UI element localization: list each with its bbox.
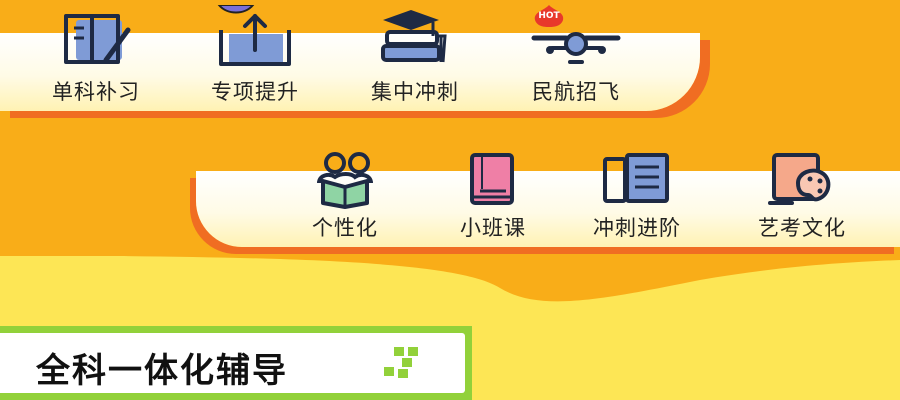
book-pen-icon — [56, 6, 136, 70]
menu-item-label: 单科补习 — [52, 80, 140, 104]
hot-badge: HOT — [531, 4, 567, 28]
notebook-icon — [458, 149, 528, 209]
section-banner: 全科一体化辅导 — [0, 326, 472, 400]
menu-item-single-subject[interactable]: 单科补习 — [21, 0, 171, 110]
menu-item-label: 集中冲刺 — [371, 80, 459, 104]
section-title: 全科一体化辅导 — [36, 351, 288, 391]
menu-item-label: 专项提升 — [211, 80, 299, 104]
upload-tray-icon — [215, 6, 295, 70]
graduation-books-icon — [375, 6, 455, 70]
art-palette-icon — [762, 149, 842, 209]
menu-item-sprint-advanced[interactable]: 冲刺进阶 — [562, 145, 712, 245]
menu-item-label: 艺考文化 — [758, 216, 846, 240]
menu-item-small-class[interactable]: 小班课 — [418, 145, 568, 245]
airplane-icon — [526, 6, 626, 70]
menu-item-label: 民航招飞 — [532, 80, 620, 104]
menu-item-intensive-sprint[interactable]: 集中冲刺 — [340, 0, 490, 110]
menu-item-civil-aviation[interactable]: HOT 民航招飞 — [501, 0, 651, 110]
menu-item-label: 小班课 — [460, 216, 526, 240]
menu-item-label: 冲刺进阶 — [593, 216, 681, 240]
section-banner-panel: 全科一体化辅导 — [0, 333, 465, 393]
top-decoration — [215, 0, 256, 19]
menu-item-art-culture[interactable]: 艺考文化 — [727, 145, 877, 245]
documents-icon — [597, 149, 677, 209]
menu-item-label: 个性化 — [312, 216, 378, 240]
hot-badge-text: HOT — [538, 11, 560, 21]
menu-item-personalized[interactable]: 个性化 — [270, 145, 420, 245]
menu-item-special-improve[interactable]: 专项提升 — [180, 0, 330, 110]
people-reading-icon — [305, 149, 385, 209]
squares-icon — [380, 347, 422, 383]
